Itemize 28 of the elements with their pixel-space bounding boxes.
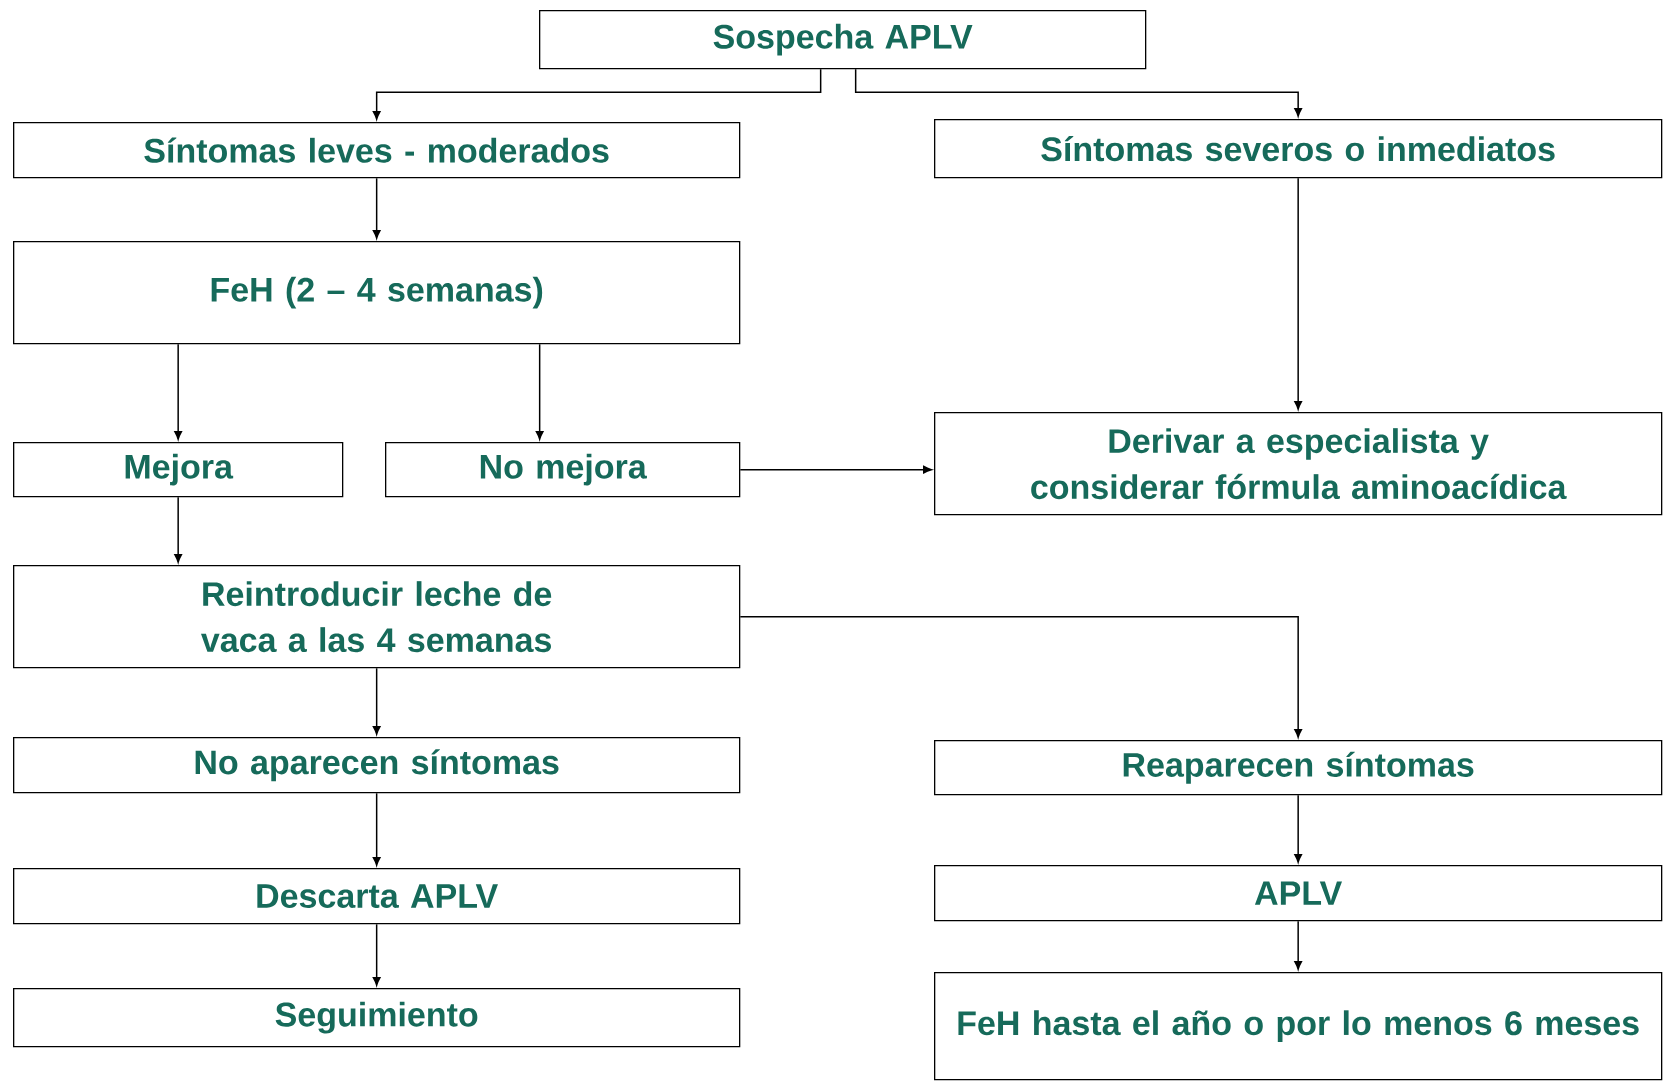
process-box: No mejora: [385, 442, 741, 498]
arrow: [372, 68, 822, 120]
arrow: [372, 177, 381, 239]
arrow: [739, 615, 1303, 738]
process-box: Síntomas severos o inmediatos: [934, 119, 1663, 179]
arrow: [372, 667, 381, 735]
arrow: [174, 343, 183, 440]
process-box: Sospecha APLV: [539, 10, 1147, 70]
arrow: [174, 496, 183, 563]
arrow: [1294, 177, 1303, 410]
arrow: [739, 465, 932, 474]
process-box: Seguimiento: [13, 988, 741, 1048]
arrow: [535, 343, 544, 440]
process-box: Reaparecen síntomas: [934, 740, 1663, 796]
arrow: [372, 923, 381, 986]
arrow: [854, 68, 1303, 117]
process-box: No aparecen síntomas: [13, 737, 741, 794]
process-box: Descarta APLV: [13, 868, 741, 925]
process-box: FeH hasta el año o por lo menos 6 meses: [934, 972, 1663, 1081]
arrow: [1294, 794, 1303, 863]
process-box: Reintroducir leche de vaca a las 4 semanas: [13, 565, 741, 669]
process-box: Mejora: [13, 442, 344, 498]
process-box: FeH (2 – 4 semanas): [13, 241, 741, 345]
process-box: APLV: [934, 865, 1663, 922]
arrow: [372, 792, 381, 866]
arrow: [1294, 920, 1303, 970]
process-box: Derivar a especialista y considerar fórmula aminoacídica: [934, 412, 1663, 516]
process-box: Síntomas leves - moderados: [13, 122, 741, 179]
